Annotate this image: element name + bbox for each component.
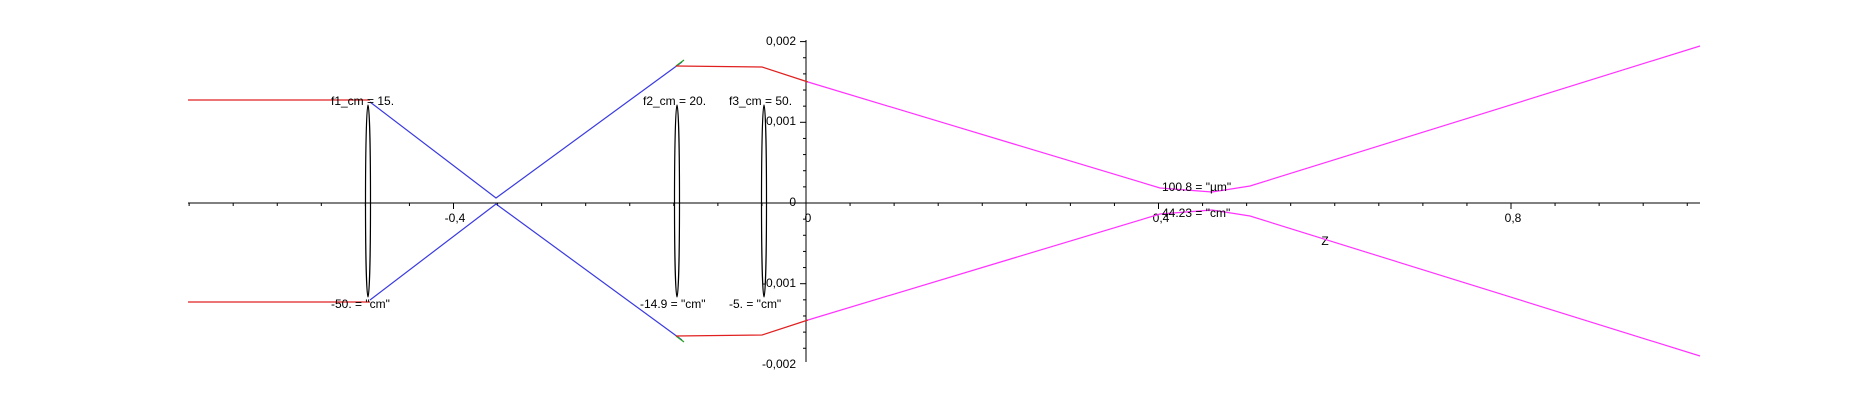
lens-1-position-label: -50. = "cm"	[331, 297, 390, 311]
lens-2-position-label: -14.9 = "cm"	[640, 297, 706, 311]
beam-envelope	[188, 45, 1701, 357]
x-tick-label: 0,8	[1505, 211, 1522, 225]
y-tick-label: -0,002	[762, 357, 796, 371]
beam-upper-lens2-lens3	[675, 65, 809, 83]
y-axis-minor-ticks	[800, 41, 806, 349]
y-tick-label: -0,001	[762, 276, 796, 290]
z-axis-label: Z	[1321, 234, 1328, 248]
y-tick-label: 0,001	[766, 114, 796, 128]
lens-2-focal-label: f2_cm = 20.	[643, 94, 706, 108]
beam-upper-after-lens3	[807, 45, 1701, 193]
lens-2	[673, 104, 681, 298]
y-tick-label: 0	[789, 195, 796, 209]
lens-3	[760, 104, 768, 298]
lens-3-position-label: -5. = "cm"	[729, 297, 781, 311]
beam-lower-after-lens3	[807, 209, 1701, 357]
y-tick-label: 0,002	[766, 34, 796, 48]
lens-1-focal-label: f1_cm = 15.	[331, 94, 394, 108]
beam-lower-lens1-lens2	[369, 203, 683, 341]
annotations: f1_cm = 15. -50. = "cm" f2_cm = 20. -14.…	[331, 94, 1231, 311]
beam-upper-lens1-lens2	[369, 61, 683, 199]
z-axis-minor-ticks	[188, 203, 1688, 209]
waist-size-label: 100.8 = "µm"	[1162, 180, 1231, 194]
axes: -0,4 0 0,4 0,8 Z 0,002 0,001 0 -0,001 -0…	[188, 34, 1700, 371]
x-tick-label: -0,4	[445, 211, 466, 225]
x-tick-label: 0	[805, 211, 812, 225]
lenses	[364, 104, 768, 298]
waist-position-label: 44.23 = "cm"	[1162, 206, 1230, 220]
lens-3-focal-label: f3_cm = 50.	[729, 94, 792, 108]
beam-lower-lens2-lens3	[675, 319, 809, 337]
lens-1	[364, 104, 372, 298]
edge-mark-lower	[675, 335, 685, 343]
edge-mark-upper	[675, 59, 685, 67]
